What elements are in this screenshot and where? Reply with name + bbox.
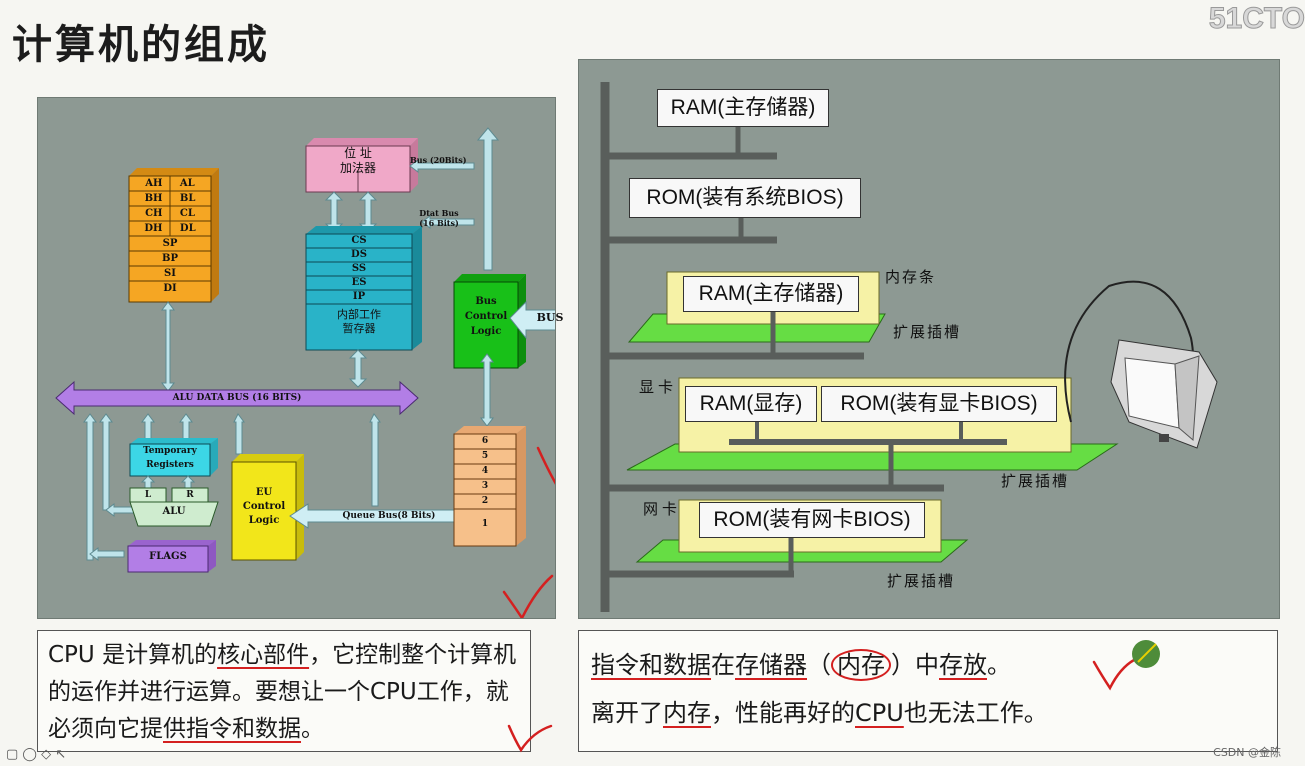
bus-label: BUS [536, 311, 564, 324]
vram-box: RAM(显存) [685, 386, 817, 422]
graphics-card-label: 显卡 [639, 378, 678, 396]
monitor-icon [1064, 280, 1218, 449]
check-mark-icon [507, 724, 553, 753]
register-labels: AH AL BH BL CH CL DH DL SP BP SI DI [144, 178, 196, 294]
system-bus-panel: RAM(主存储器) ROM(装有系统BIOS) RAM(主存储器) RAM(显存… [578, 59, 1280, 619]
network-card-label: 网卡 [643, 500, 682, 518]
dtat-bus-label: Dtat Bus(16 Bits) [419, 208, 459, 228]
memory-stick-label: 内存条 [885, 268, 937, 286]
ram-main-box: RAM(主存储器) [657, 89, 829, 127]
slot-label-2: 扩展插槽 [1001, 472, 1070, 490]
cpu-diagram-panel: AH AL BH BL CH CL DH DL SP BP SI DI 位 址加… [37, 97, 595, 621]
cpu-description: CPU 是计算机的核心部件，它控制整个计算机的运作并进行运算。要想让一个CPU工… [37, 630, 531, 752]
watermark-logo: 51CTO [1208, 2, 1305, 36]
flags-register [127, 540, 216, 573]
eu-control-logic [231, 454, 304, 561]
slot-label-3: 扩展插槽 [887, 572, 956, 590]
general-registers [128, 168, 219, 303]
gpu-rom-box: ROM(装有显卡BIOS) [821, 386, 1057, 422]
segment-register-labels: CS DS SS ES IP 内部工作暂存器 [337, 235, 381, 335]
queue-labels: 6 5 4 3 2 1 [481, 436, 489, 529]
alu-r-label: R [186, 490, 194, 500]
temporary-registers [129, 438, 218, 477]
segment-registers [305, 226, 422, 351]
flags-label: FLAGS [149, 551, 187, 562]
bus20-label: Bus (20Bits) [410, 155, 467, 165]
net-rom-box: ROM(装有网卡BIOS) [699, 502, 925, 538]
footer-credit: CSDN @金陈 [1213, 746, 1281, 759]
drawing-toolbar-icon[interactable]: ▢ ◯ ◇ ↖ [6, 747, 67, 762]
alu-block [129, 487, 219, 527]
alu-l-label: L [144, 490, 152, 500]
ram-stick-box: RAM(主存储器) [683, 276, 859, 312]
page-title: 计算机的组成 [12, 21, 270, 68]
cpu-block-diagram [55, 127, 595, 621]
queue-bus-label: Queue Bus(8 Bits) [342, 511, 436, 521]
check-mark-icon [1092, 640, 1160, 691]
memory-description: 指令和数据在存储器（内存）中存放。 离开了内存，性能再好的CPU也无法工作。 [578, 630, 1278, 752]
rom-bios-box: ROM(装有系统BIOS) [629, 178, 861, 218]
alu-data-bus [55, 380, 419, 416]
alu-label: ALU [162, 506, 186, 517]
instruction-queue [453, 426, 526, 547]
slot-label-1: 扩展插槽 [893, 323, 962, 341]
address-adder-label: 位 址加法器 [339, 146, 376, 175]
alu-data-bus-label: ALU DATA BUS (16 BITS) [172, 393, 302, 403]
